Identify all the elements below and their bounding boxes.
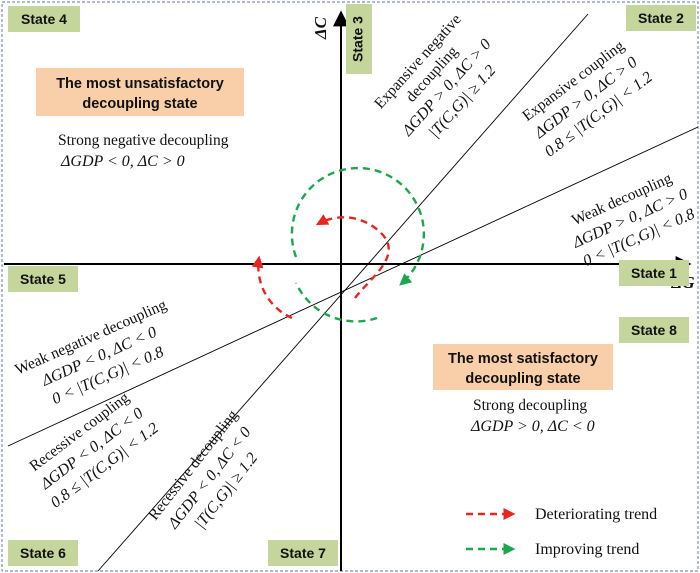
recessive-coupling-group: Recessive coupling ΔGDP < 0, ΔC < 0 0.8 … [26,389,161,512]
state-6-badge: State 6 [8,540,78,566]
svg-text:decoupling state: decoupling state [465,371,580,387]
svg-text:State 4: State 4 [21,11,67,27]
strong-decoupling-condition: ΔGDP > 0, ΔC < 0 [470,418,595,435]
state-4-badge: State 4 [8,6,80,32]
legend-improving: Improving trend [466,541,639,558]
svg-text:decoupling state: decoupling state [82,96,197,112]
unsatisfactory-callout: The most unsatisfactory decoupling state [36,68,244,116]
improving-trend-arc-upper [290,166,425,286]
recessive-decoupling-group: Recessive decoupling ΔGDP < 0, ΔC < 0 |T… [145,407,261,533]
svg-text:State 8: State 8 [631,322,677,338]
weak-decoupling-group: Weak decoupling ΔGDP > 0, ΔC > 0 0 < |T(… [569,170,697,270]
y-axis-label: ΔC [311,16,330,40]
state-1-badge: State 1 [619,260,689,286]
satisfactory-callout: The most satisfactory decoupling state [433,344,613,390]
legend-deteriorating-label: Deteriorating trend [535,506,657,523]
state-7-badge: State 7 [268,540,338,566]
strong-negative-decoupling-label: Strong negative decoupling [58,132,229,149]
expansive-coupling-group: Expansive coupling ΔGDP > 0, ΔC > 0 0.8 … [519,37,655,160]
state-5-badge: State 5 [8,266,78,292]
legend-deteriorating: Deteriorating trend [466,506,657,523]
svg-text:The most unsatisfactory: The most unsatisfactory [56,76,224,92]
state-2-badge: State 2 [626,5,696,31]
svg-text:The most satisfactory: The most satisfactory [448,351,598,367]
boundary-line-0.8 [7,126,699,447]
legend-improving-label: Improving trend [535,541,639,558]
deteriorating-trend-arc-inner [315,214,390,299]
svg-text:State 1: State 1 [631,265,677,281]
boundary-line-1.2 [97,13,589,572]
svg-text:State 3: State 3 [350,16,366,62]
svg-text:State 7: State 7 [280,545,326,561]
state-8-badge: State 8 [619,317,689,343]
deteriorating-trend-arc-outer [251,255,293,320]
legend: Deteriorating trend Improving trend [466,506,657,558]
expansive-negative-decoupling-group: Expansive negative decoupling ΔGDP > 0, … [371,11,499,141]
strong-negative-decoupling-condition: ΔGDP < 0, ΔC > 0 [60,153,185,170]
improving-trend-arc-lower [294,282,378,323]
svg-text:State 6: State 6 [20,545,66,561]
svg-text:State 2: State 2 [638,10,684,26]
weak-negative-decoupling-group: Weak negative decoupling ΔGDP < 0, ΔC < … [12,296,169,408]
state-3-badge: State 3 [346,4,372,74]
strong-decoupling-label: Strong decoupling [473,397,587,414]
svg-text:State 5: State 5 [20,271,66,287]
